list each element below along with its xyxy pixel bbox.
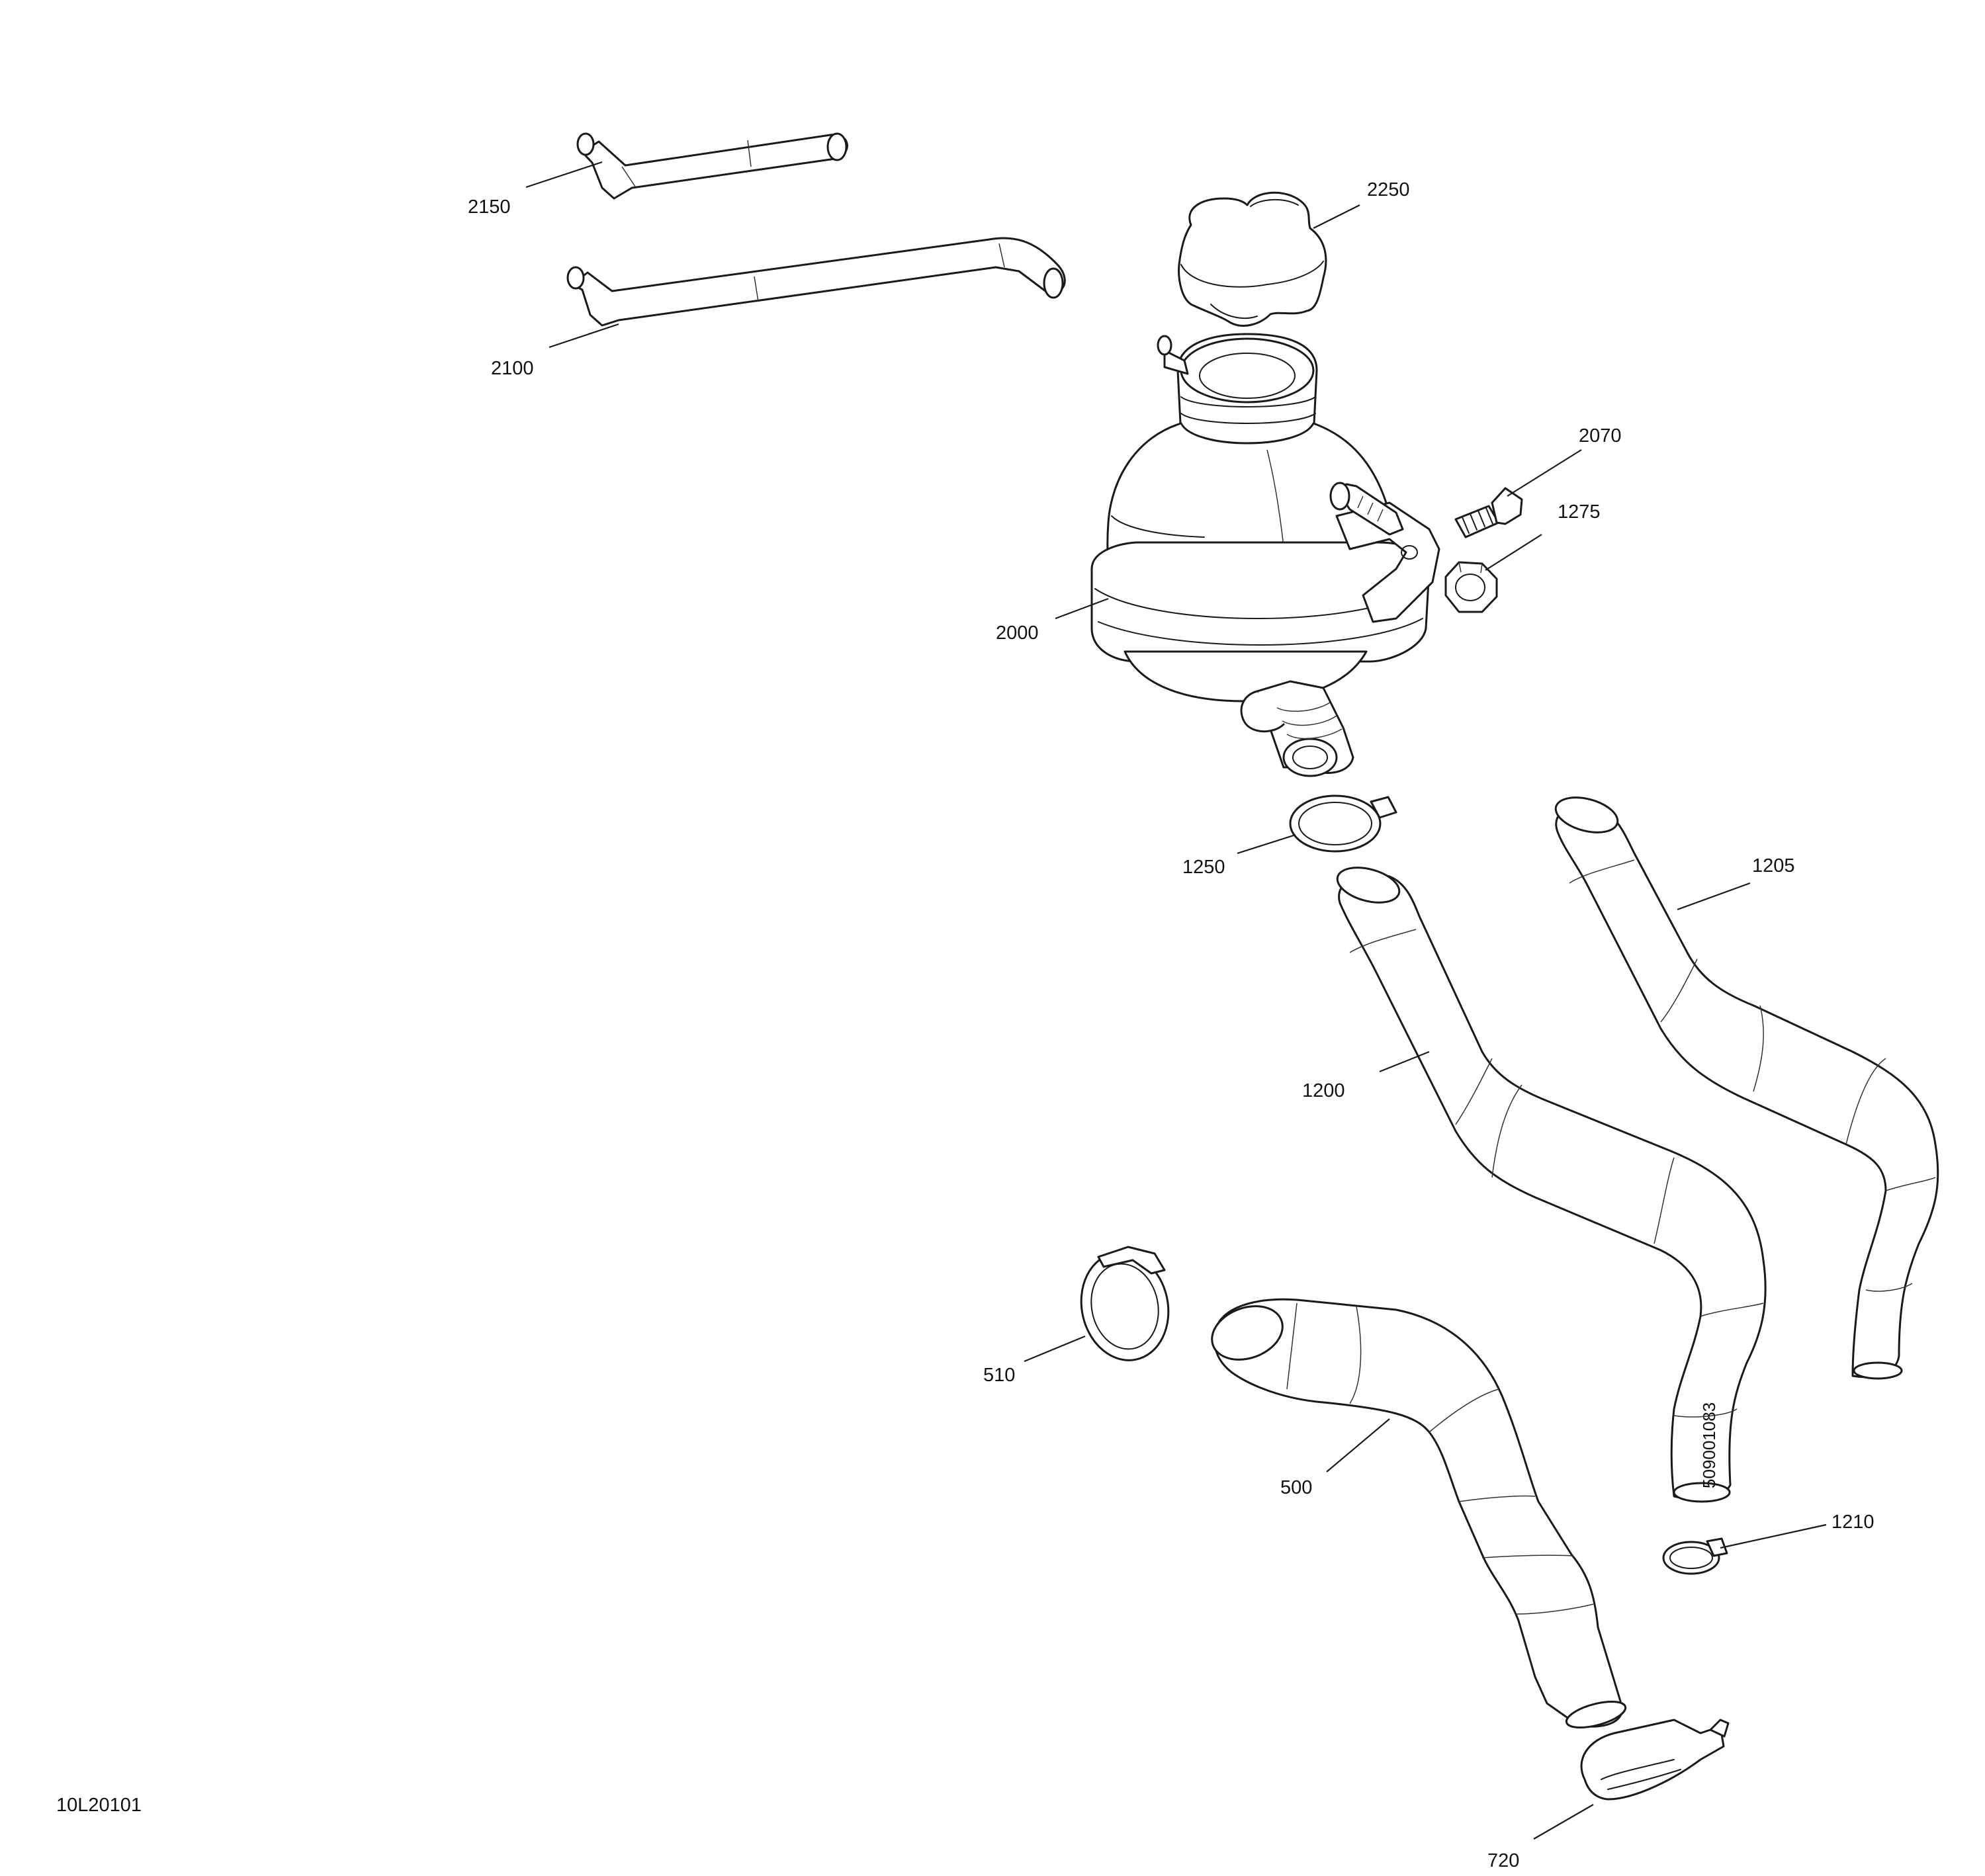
- callout-labels: 2150 2100 2250 2070 1275 2000 1250 1205 …: [468, 179, 1875, 1871]
- part-2070-screw: [1454, 487, 1523, 538]
- part-2000-coolant-reservoir: [1090, 333, 1440, 777]
- drawing-id: 10L20101: [56, 1795, 142, 1816]
- callout-2250: 2250: [1367, 179, 1410, 200]
- part-720-spring-clamp: [1580, 1719, 1730, 1801]
- part-1250-hose-clamp: [1289, 794, 1397, 853]
- callout-2000: 2000: [996, 622, 1039, 644]
- callout-1205: 1205: [1752, 855, 1795, 876]
- callout-720: 720: [1487, 1850, 1519, 1871]
- callout-500: 500: [1280, 1477, 1312, 1498]
- callout-1210: 1210: [1831, 1512, 1875, 1533]
- part-1200-coolant-hose: 509001083: [1336, 867, 1767, 1503]
- part-500-coolant-hose: [1211, 1298, 1627, 1729]
- callout-2100: 2100: [491, 358, 534, 379]
- callout-2070: 2070: [1579, 425, 1622, 447]
- part-2150-vent-hose: [576, 132, 848, 200]
- part-1205-coolant-hose: [1554, 796, 1939, 1380]
- callout-2150: 2150: [468, 196, 511, 218]
- part-1210-hose-clamp: [1662, 1537, 1728, 1575]
- callout-1200: 1200: [1302, 1080, 1345, 1101]
- callout-1275: 1275: [1558, 501, 1601, 523]
- part-1275-nut: [1444, 561, 1498, 613]
- part-510-hose-clamp: [1080, 1246, 1170, 1361]
- hose-part-marking: 509001083: [1699, 1402, 1719, 1488]
- callout-1250: 1250: [1182, 857, 1225, 878]
- callout-510: 510: [983, 1365, 1015, 1386]
- leader-lines: [525, 161, 1827, 1840]
- part-2100-vent-hose: [566, 237, 1066, 327]
- part-2250-pressure-cap: [1178, 191, 1327, 327]
